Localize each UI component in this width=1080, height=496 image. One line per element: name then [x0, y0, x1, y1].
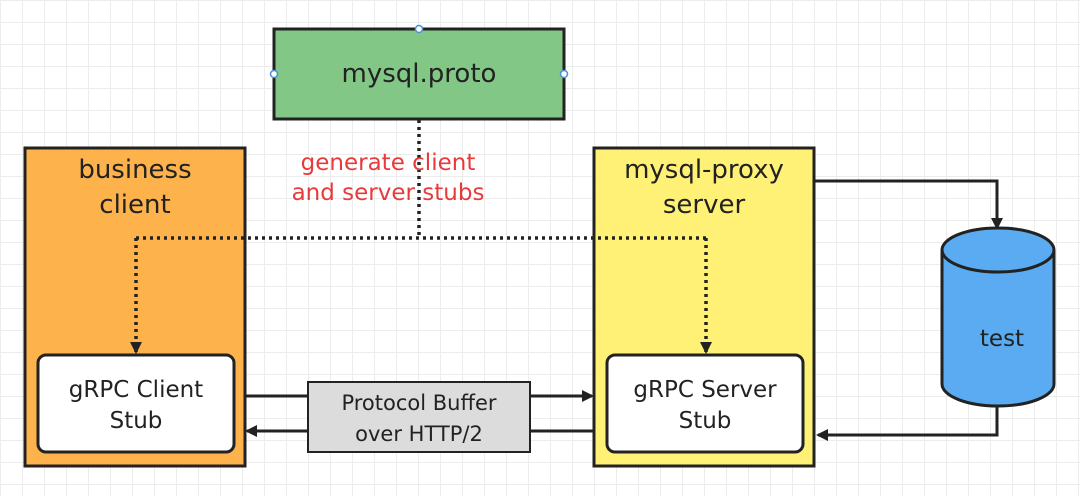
- server-stub-label-line1: gRPC Server: [633, 377, 777, 403]
- annotation-line2: and server stubs: [292, 180, 485, 206]
- protocol-node[interactable]: Protocol Buffer over HTTP/2: [307, 381, 531, 453]
- annotation-line1: generate client: [301, 150, 476, 176]
- selection-handle-right[interactable]: [559, 69, 569, 79]
- query-arrow[interactable]: [814, 179, 1003, 230]
- proxy-server-label-line1: mysql-proxy: [624, 155, 784, 185]
- proto-box: [272, 27, 566, 121]
- server-stub-box: [605, 353, 805, 454]
- proto-node[interactable]: mysql.proto: [269, 24, 569, 121]
- client-stub-box: [36, 353, 236, 454]
- database-label: test: [980, 326, 1024, 352]
- server-stub-node[interactable]: gRPC Server Stub: [605, 353, 805, 454]
- selection-handle-top[interactable]: [414, 24, 424, 34]
- protocol-label-line1: Protocol Buffer: [341, 391, 496, 415]
- client-stub-label-line2: Stub: [110, 408, 163, 434]
- server-stub-label-line2: Stub: [679, 408, 732, 434]
- business-client-label-line1: business: [78, 155, 191, 185]
- protocol-box: [307, 381, 531, 453]
- proxy-server-label-line2: server: [663, 190, 746, 220]
- database-node[interactable]: test: [940, 226, 1056, 408]
- protocol-label-line2: over HTTP/2: [355, 422, 483, 446]
- database-cylinder-body: [940, 250, 1056, 408]
- business-client-label-line2: client: [99, 190, 170, 220]
- client-stub-node[interactable]: gRPC Client Stub: [36, 353, 236, 454]
- client-stub-label-line1: gRPC Client: [69, 377, 203, 403]
- result-arrow[interactable]: [816, 405, 999, 441]
- generate-stubs-connector[interactable]: [130, 120, 712, 354]
- selection-handle-left[interactable]: [269, 69, 279, 79]
- database-cylinder-top: [940, 226, 1056, 274]
- proto-label: mysql.proto: [342, 59, 497, 89]
